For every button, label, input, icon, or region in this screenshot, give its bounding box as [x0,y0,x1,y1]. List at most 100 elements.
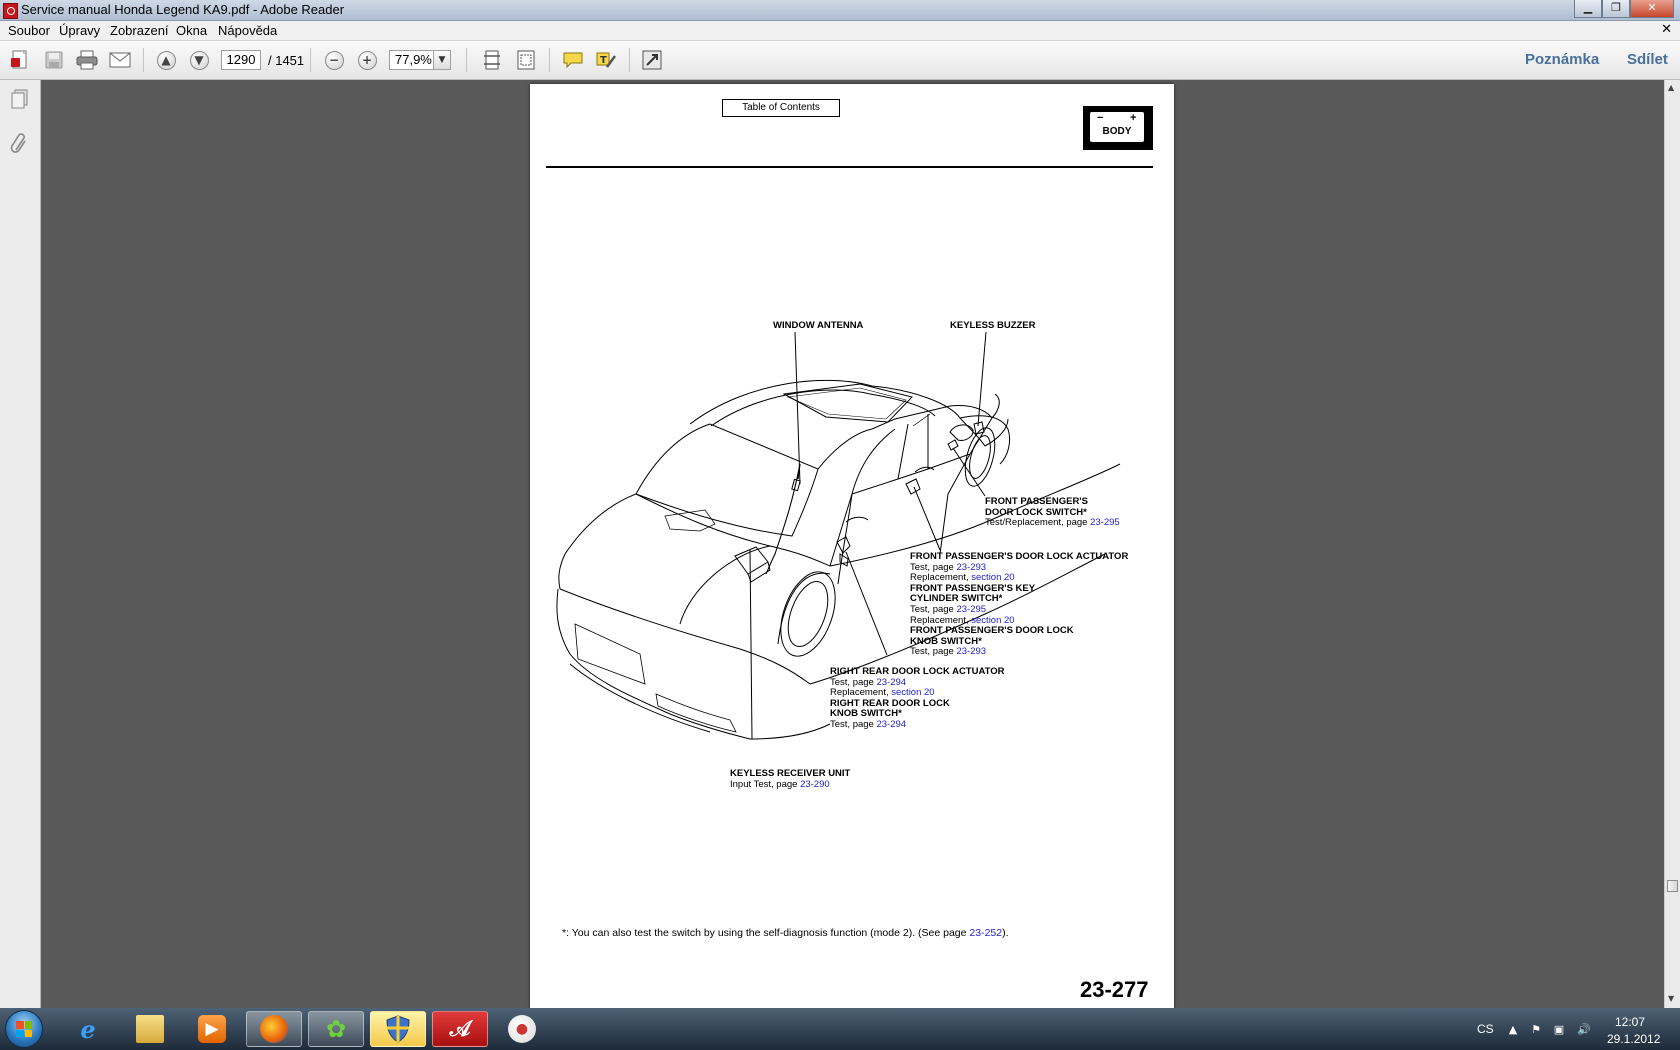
body-badge-label: BODY [1102,126,1132,137]
page-count: / 1451 [268,53,305,68]
toolbar-separator [549,48,550,72]
scrollbar-thumb[interactable] [1667,880,1678,892]
link-23-294[interactable]: 23-294 [876,718,907,730]
icq-flower-icon: ✿ [325,1015,347,1043]
scroll-up-icon[interactable]: ▲ [1668,83,1675,92]
folder-icon [136,1015,164,1043]
language-indicator[interactable]: CS [1477,1022,1494,1036]
paint-palette-icon: ● [508,1015,536,1043]
title-bar: Service manual Honda Legend KA9.pdf - Ad… [0,0,1680,21]
label-keyless-buzzer: KEYLESS BUZZER [950,320,1036,331]
svg-text:T: T [600,55,607,66]
label-rear-actuator-group: RIGHT REAR DOOR LOCK ACTUATOR Test, page… [830,666,1005,730]
email-icon[interactable] [108,49,132,71]
header-rule [546,166,1153,168]
zoom-in-button[interactable]: + [355,49,379,71]
highlight-text-icon[interactable]: T [594,49,618,71]
menu-window[interactable]: Okna [176,23,208,38]
link-section-20[interactable]: section 20 [971,572,1015,584]
taskbar-adobe-reader[interactable]: 𝒜 [432,1011,488,1047]
label-keyless-receiver: KEYLESS RECEIVER UNIT Input Test, page 2… [730,768,851,790]
menu-view[interactable]: Zobrazení [110,23,169,38]
fit-width-icon[interactable] [514,49,538,71]
firefox-icon [260,1015,288,1043]
page-thumbnails-icon[interactable] [9,88,31,110]
link-23-295[interactable]: 23-295 [956,603,987,615]
start-button[interactable] [5,1010,43,1048]
link-23-293[interactable]: 23-293 [956,561,987,573]
scroll-down-icon[interactable]: ▼ [1668,994,1675,1003]
zoom-in-icon: + [357,50,377,70]
fit-page-icon[interactable] [480,49,504,71]
print-icon[interactable] [75,49,99,71]
battery-minus-sign: − [1097,112,1104,124]
car-illustration [556,331,1121,740]
zoom-dropdown-icon[interactable]: ▼ [433,50,451,70]
link-23-252[interactable]: 23-252 [969,927,1003,939]
link-23-290[interactable]: 23-290 [800,778,830,790]
adobe-reader-icon [3,3,18,19]
menu-bar: Soubor Úpravy Zobrazení Okna Nápověda ✕ [0,21,1680,41]
show-hidden-icons-icon[interactable]: ▲ [1508,1023,1518,1036]
window-title: Service manual Honda Legend KA9.pdf - Ad… [21,2,345,17]
window-controls: ▁ ❐ ✕ [1574,0,1674,18]
minimize-button[interactable]: ▁ [1574,0,1602,18]
page-number-input[interactable]: 1290 [221,50,261,70]
label-window-antenna: WINDOW ANTENNA [773,320,864,331]
toolbar-separator [143,48,144,72]
toolbar-separator [310,48,311,72]
table-of-contents-link[interactable]: Table of Contents [722,99,840,117]
taskbar-firefox[interactable] [246,1011,302,1047]
menu-file[interactable]: Soubor [8,23,50,38]
link-23-295[interactable]: 23-295 [1090,517,1120,529]
close-window-button[interactable]: ✕ [1630,0,1674,18]
attachments-icon[interactable] [9,132,31,154]
taskbar-paint[interactable]: ● [494,1011,550,1047]
zoom-out-button[interactable]: − [322,49,346,71]
comment-icon[interactable] [561,49,585,71]
taskbar-media-player[interactable]: ▶ [184,1011,240,1047]
link-23-294[interactable]: 23-294 [876,676,907,688]
body-section-battery-icon: − + BODY [1083,106,1153,150]
battery-plus-sign: + [1130,112,1137,124]
taskbar-file-explorer[interactable] [122,1011,178,1047]
label-front-door-lock-switch: FRONT PASSENGER'S DOOR LOCK SWITCH* Test… [985,496,1120,529]
page-number: 23-277 [1080,977,1149,1002]
close-document-icon[interactable]: ✕ [1661,22,1672,37]
label-front-actuator-group: FRONT PASSENGER'S DOOR LOCK ACTUATOR Tes… [910,551,1129,658]
annotate-button[interactable]: Poznámka [1525,51,1600,68]
zoom-out-icon: − [324,50,344,70]
windows-logo-icon [16,1021,32,1037]
taskbar-security-center[interactable] [370,1011,426,1047]
security-shield-icon [384,1015,412,1043]
save-icon[interactable] [42,49,66,71]
link-section-20[interactable]: section 20 [891,687,935,699]
taskbar-internet-explorer[interactable]: e [60,1011,116,1047]
menu-edit[interactable]: Úpravy [59,23,101,38]
next-page-icon[interactable]: ▼ [187,49,211,71]
internet-explorer-icon: e [80,1014,96,1044]
create-pdf-icon[interactable] [8,49,32,71]
share-button[interactable]: Sdílet [1627,51,1668,68]
maximize-button[interactable]: ❐ [1602,0,1630,18]
network-icon[interactable]: ▣ [1553,1023,1565,1036]
menu-help[interactable]: Nápověda [218,23,278,38]
toolbar: ▲ ▼ 1290 / 1451 − + 77,9% ▼ T Poznámka S… [0,41,1680,80]
vertical-scrollbar[interactable]: ▲ ▼ [1664,80,1680,1008]
previous-page-icon[interactable]: ▲ [154,49,178,71]
clock-time[interactable]: 12:07 [1615,1015,1646,1029]
toolbar-separator [629,48,630,72]
link-23-293[interactable]: 23-293 [956,646,987,658]
adobe-reader-taskbar-icon: 𝒜 [449,1016,471,1042]
navigation-pane [0,80,41,1008]
taskbar: e ▶ ✿ 𝒜 ● CS ▲ ⚑ ▣ 🔊 12:07 29.1.2012 [0,1008,1680,1050]
full-screen-icon[interactable] [640,49,664,71]
action-center-icon[interactable]: ⚑ [1531,1023,1541,1036]
link-section-20[interactable]: section 20 [971,614,1015,626]
toolbar-separator [466,48,467,72]
clock-date[interactable]: 29.1.2012 [1607,1032,1661,1046]
zoom-level-input[interactable]: 77,9% [389,50,433,70]
volume-icon[interactable]: 🔊 [1577,1023,1591,1036]
taskbar-icq[interactable]: ✿ [308,1011,364,1047]
pdf-page: Table of Contents − + BODY [530,84,1174,1008]
